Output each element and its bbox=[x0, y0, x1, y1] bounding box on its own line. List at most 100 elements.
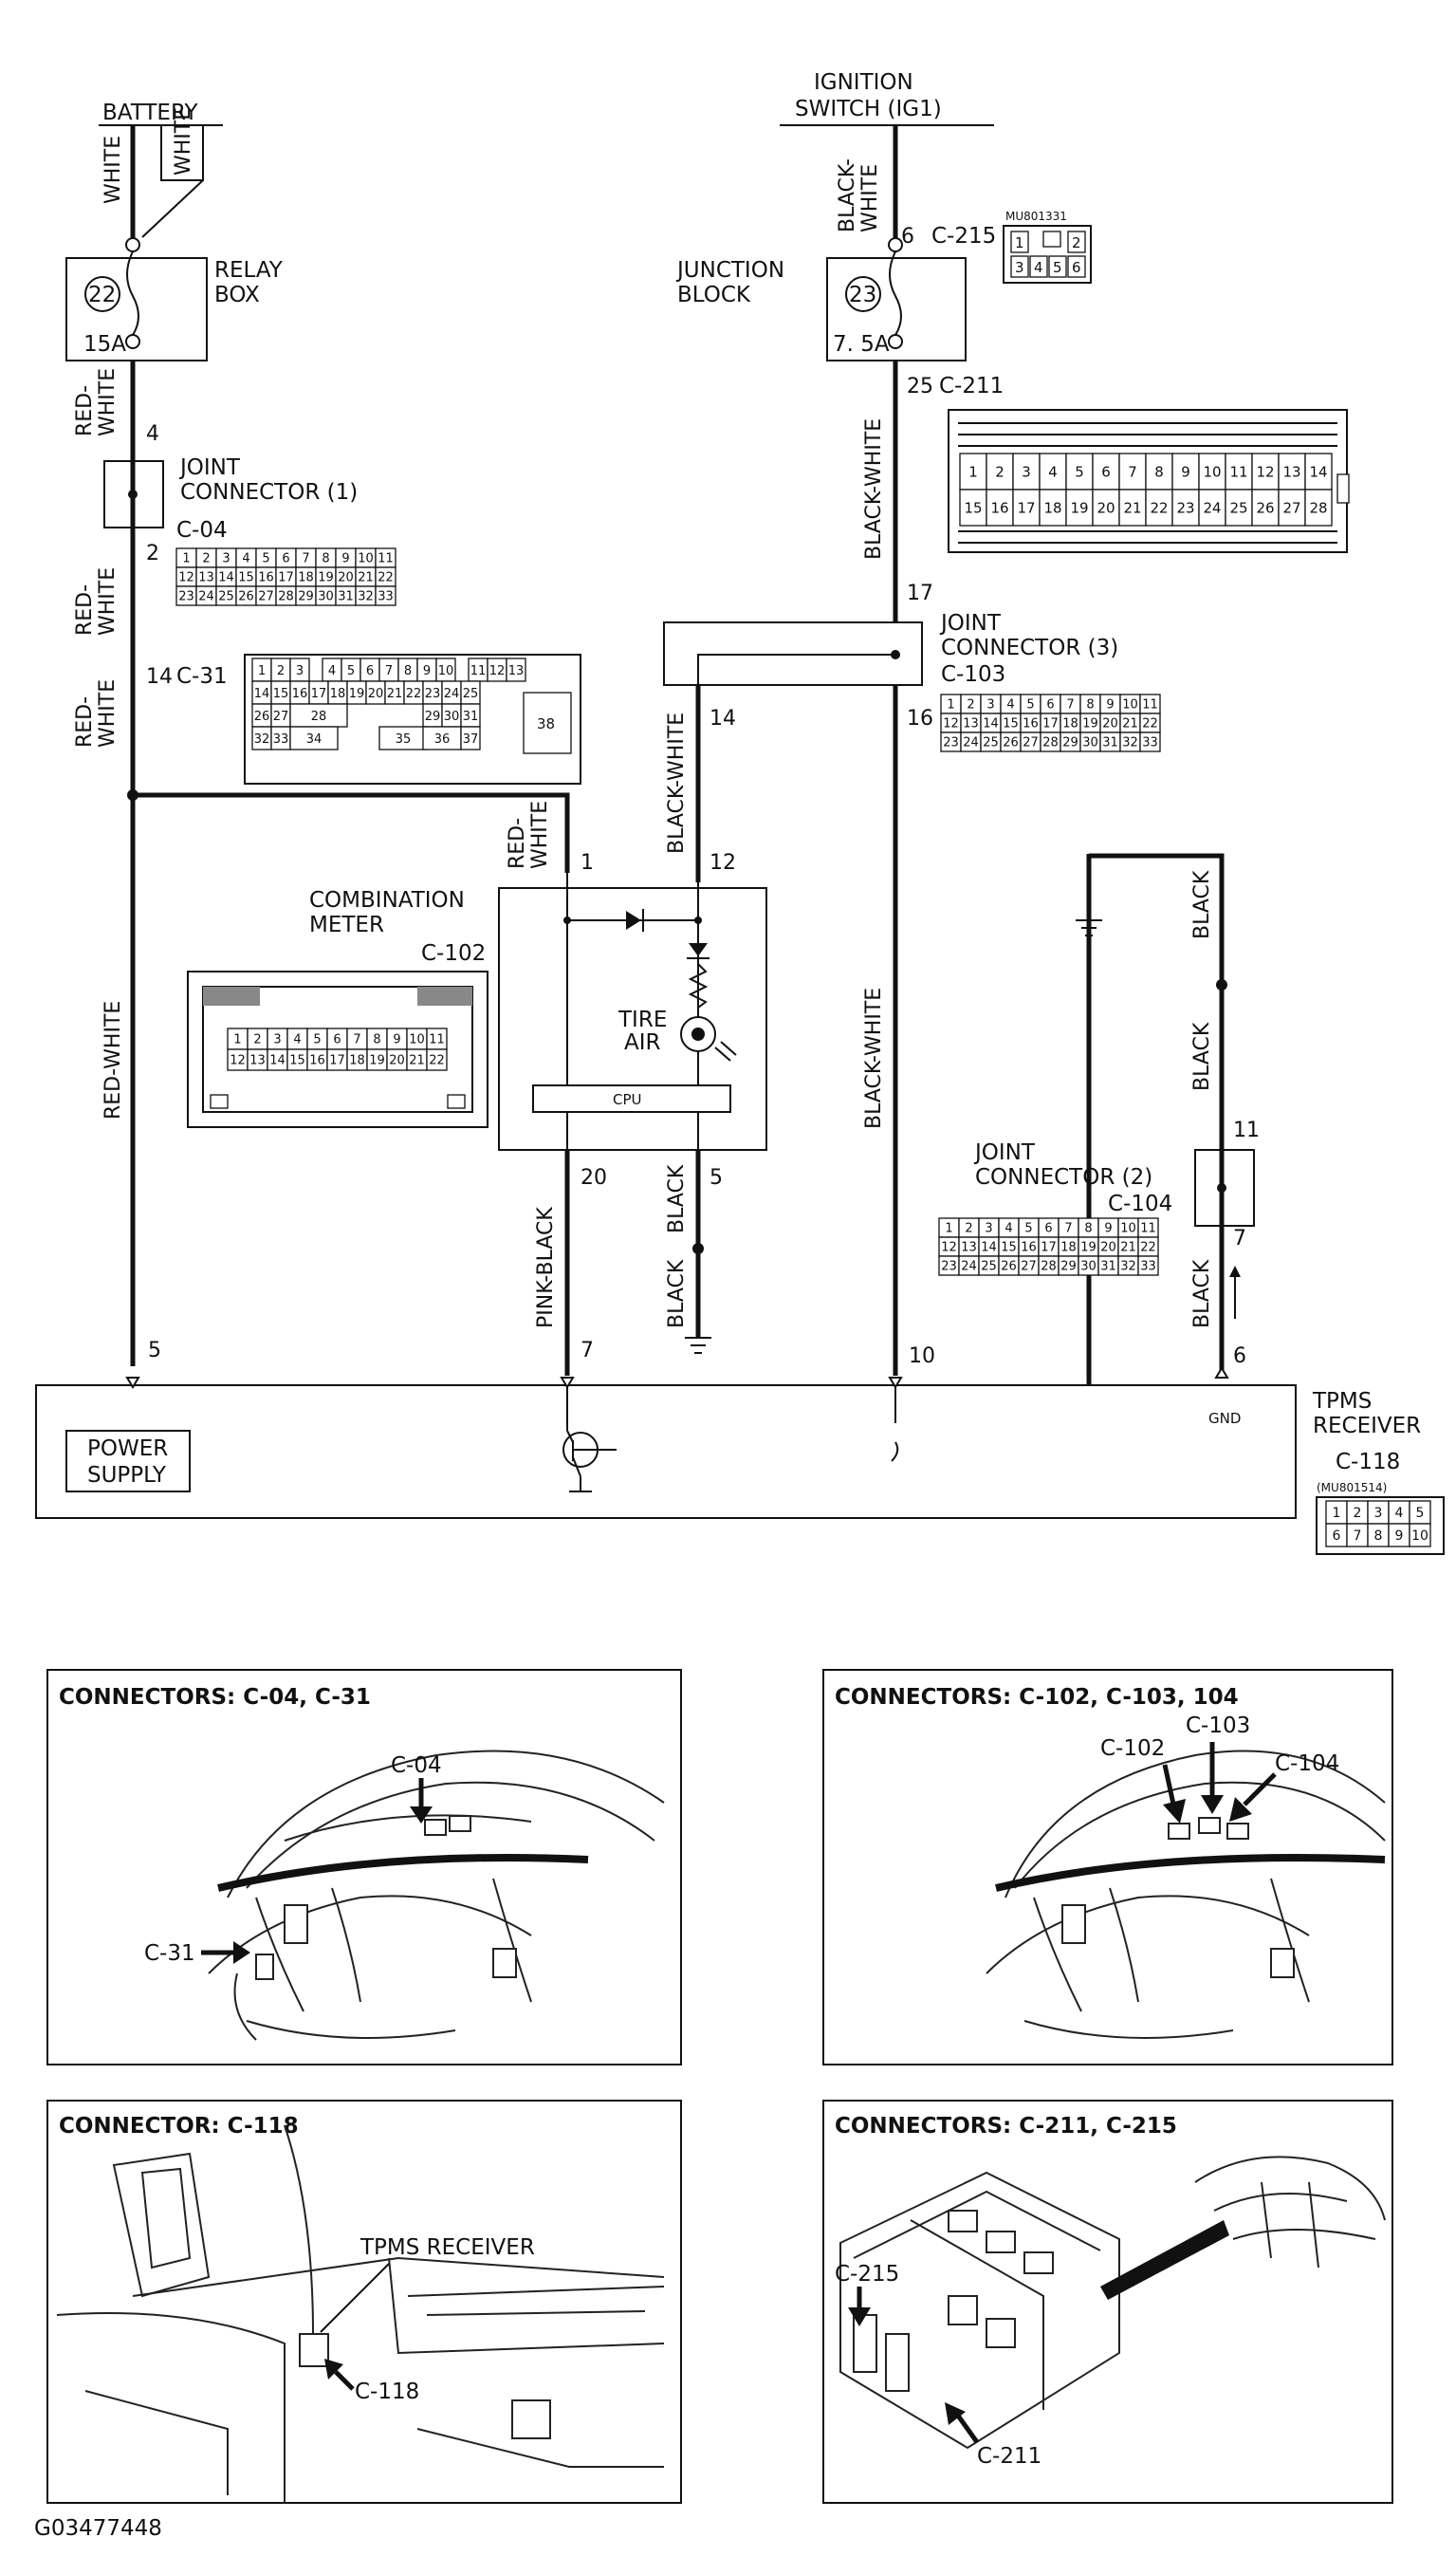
c103-pin-number: 10 bbox=[1122, 698, 1138, 713]
c04-pin-number: 23 bbox=[178, 590, 194, 604]
c104-pin-number: 33 bbox=[1140, 1260, 1156, 1274]
c103-pin-number: 18 bbox=[1062, 717, 1078, 732]
c211-pin-number: 9 bbox=[1181, 463, 1190, 480]
c04-pin-number: 14 bbox=[218, 571, 234, 585]
wire-color-red-white-3a: RED- bbox=[73, 696, 97, 748]
joint2-label-2: CONNECTOR (2) bbox=[975, 1165, 1152, 1190]
c104-pin-number: 6 bbox=[1044, 1222, 1052, 1236]
c211-pin-cell bbox=[1012, 489, 1041, 527]
meter-output-wires: PINK-BLACK 7 BLACK BLACK bbox=[534, 1150, 711, 1376]
pin-25-c211: 25 bbox=[907, 375, 933, 398]
c104-pin-number: 5 bbox=[1024, 1222, 1032, 1236]
c211-pin-number: 21 bbox=[1123, 499, 1141, 516]
pin-14-c103: 14 bbox=[710, 707, 736, 731]
c103-pin-number: 7 bbox=[1066, 698, 1074, 713]
c215-label: C-215 bbox=[931, 224, 996, 249]
c103-pin-number: 28 bbox=[1042, 736, 1059, 750]
c04-pin-number: 16 bbox=[258, 571, 274, 585]
c31-pin-number: 30 bbox=[444, 710, 460, 724]
c102-pin-number: 12 bbox=[230, 1054, 246, 1068]
c31-pin-cell bbox=[460, 726, 481, 750]
c103-pin-number: 19 bbox=[1082, 717, 1098, 732]
c31-pin-number: 37 bbox=[463, 732, 479, 747]
c211-pin-cell bbox=[1145, 489, 1173, 527]
c211-pin-number: 10 bbox=[1203, 463, 1221, 480]
c103-pin-number: 26 bbox=[1003, 736, 1019, 750]
c118-pin-number: 7 bbox=[1354, 1528, 1362, 1544]
c31-pin-number: 8 bbox=[404, 664, 412, 678]
relay-fuse-number: 22 bbox=[88, 283, 116, 307]
c04-pin-number: 28 bbox=[278, 590, 294, 604]
wire-color-black-meter-1: BLACK bbox=[665, 1164, 689, 1233]
c103-pin-number: 27 bbox=[1023, 736, 1039, 750]
c102-pin-number: 16 bbox=[309, 1054, 325, 1068]
pin-6-c215: 6 bbox=[901, 225, 914, 249]
c04-pin-number: 9 bbox=[341, 552, 349, 566]
c211-pin-cell bbox=[1171, 453, 1200, 491]
c211-pin-cell bbox=[1039, 453, 1067, 491]
c211-pin-number: 17 bbox=[1017, 499, 1035, 516]
panel2-c102-label: C-102 bbox=[1100, 1736, 1165, 1761]
tpms-code: C-118 bbox=[1336, 1450, 1400, 1474]
c104-pin-number: 22 bbox=[1140, 1241, 1156, 1255]
pin-2-c04: 2 bbox=[146, 542, 159, 565]
c104-pin-number: 4 bbox=[1004, 1222, 1012, 1236]
wire-color-black-3: BLACK bbox=[1190, 1259, 1214, 1328]
c31-pin-number: 4 bbox=[328, 664, 336, 678]
relay-box: 22 15A RELAY BOX bbox=[65, 237, 284, 361]
wire-color-red-white-meter-b: WHITE bbox=[528, 801, 552, 869]
c31-pin-number: 14 bbox=[254, 687, 270, 701]
wire-color-pink-black: PINK-BLACK bbox=[534, 1207, 558, 1328]
c103-pin-number: 25 bbox=[983, 736, 999, 750]
c31-pin-number: 13 bbox=[508, 664, 525, 678]
c31-pin-cell bbox=[378, 726, 428, 750]
c211-pin-number: 5 bbox=[1075, 463, 1084, 480]
c104-pin-number: 25 bbox=[981, 1260, 997, 1274]
relay-fuse-rating: 15A bbox=[83, 332, 126, 357]
c103-pin-number: 22 bbox=[1142, 717, 1158, 732]
tpms-label-1: TPMS bbox=[1312, 1389, 1372, 1414]
c04-pin-number: 31 bbox=[338, 590, 354, 604]
c215-pin-2: 2 bbox=[1072, 234, 1081, 251]
wire-color-black-meter-2: BLACK bbox=[665, 1259, 689, 1328]
battery-label: BATTERY bbox=[102, 101, 198, 125]
joint1-label-2: CONNECTOR (1) bbox=[180, 480, 358, 505]
c215-pin-6: 6 bbox=[1072, 259, 1081, 276]
c31-pin-number: 15 bbox=[273, 687, 289, 701]
c31-pin-number: 23 bbox=[425, 687, 441, 701]
c104-pin-number: 28 bbox=[1041, 1260, 1057, 1274]
c118-pin-number: 9 bbox=[1395, 1528, 1404, 1544]
c04-pin-number: 26 bbox=[238, 590, 254, 604]
black-white-feed: 25 C-211 BLACK-WHITE 17 16 BLACK-WHITE 1… bbox=[862, 361, 1004, 1376]
c102-pin-number: 3 bbox=[273, 1033, 281, 1047]
panel4-c215-label: C-215 bbox=[835, 2262, 899, 2287]
c104-pin-number: 17 bbox=[1041, 1241, 1057, 1255]
c118-pin-cell bbox=[1409, 1523, 1431, 1547]
c211-pin-cell bbox=[1278, 453, 1306, 491]
c211-pin-number: 14 bbox=[1309, 463, 1327, 480]
panel1-c31-label: C-31 bbox=[144, 1941, 195, 1966]
c31-pin-number: 16 bbox=[292, 687, 308, 701]
c102-pin-cell bbox=[426, 1048, 448, 1071]
c211-pin-number: 22 bbox=[1150, 499, 1168, 516]
c31-pin-number: 26 bbox=[254, 710, 270, 724]
c04-pin-number: 21 bbox=[358, 571, 374, 585]
joint2-code: C-104 bbox=[1108, 1192, 1172, 1216]
c215-pin-3: 3 bbox=[1015, 259, 1024, 276]
c104-pin-number: 32 bbox=[1120, 1260, 1136, 1274]
c215-pin-4: 4 bbox=[1034, 259, 1043, 276]
c118-pin-number: 3 bbox=[1374, 1506, 1383, 1521]
c31-pin-number: 29 bbox=[425, 710, 441, 724]
c103-pin-number: 9 bbox=[1106, 698, 1114, 713]
c31-pin-number: 20 bbox=[368, 687, 384, 701]
c103-pin-number: 31 bbox=[1102, 736, 1118, 750]
c103-pin-number: 6 bbox=[1046, 698, 1054, 713]
c211-pin-number: 12 bbox=[1256, 463, 1274, 480]
c103-pin-number: 2 bbox=[967, 698, 974, 713]
ignition-source: IGNITION SWITCH (IG1) BLACK- WHITE 6 C-2… bbox=[780, 70, 996, 249]
c04-pin-number: 30 bbox=[318, 590, 334, 604]
c04-pin-number: 15 bbox=[238, 571, 254, 585]
c04-pin-number: 22 bbox=[378, 571, 394, 585]
c31-pin-number: 18 bbox=[330, 687, 346, 701]
